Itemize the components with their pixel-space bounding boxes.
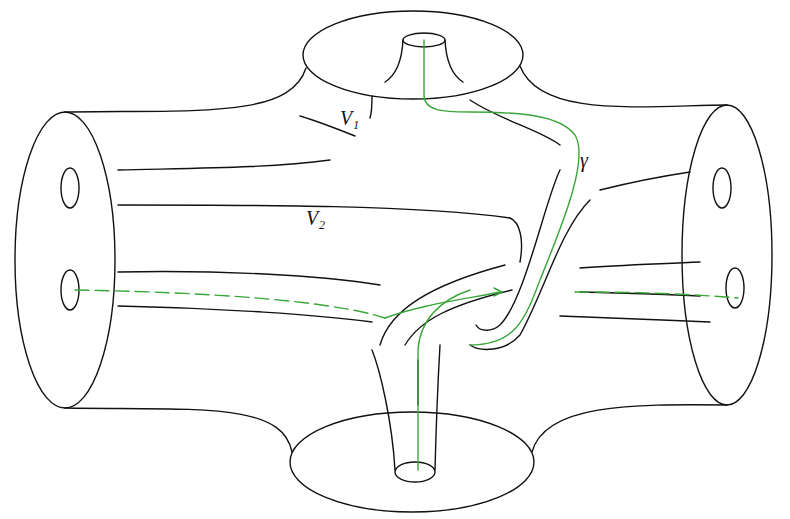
handlebody-label: V₂ <box>306 208 325 228</box>
tube-edge <box>560 316 710 322</box>
tube-edge <box>385 40 403 82</box>
hole <box>726 268 744 308</box>
tube-edge <box>118 306 372 322</box>
left-boundary <box>15 112 115 408</box>
tube-edge <box>476 170 560 330</box>
tube-edge <box>370 96 372 118</box>
bottom-boundary <box>290 412 534 512</box>
tube-edge <box>372 350 395 470</box>
tube-edge <box>510 218 522 262</box>
tube-edge <box>405 290 512 345</box>
tube-edge <box>118 272 380 285</box>
tube-edge <box>470 200 590 349</box>
tube-edge <box>470 100 560 145</box>
curve-gamma <box>75 40 738 470</box>
top-boundary <box>303 11 523 99</box>
handlebody-label: V₁ <box>340 108 359 128</box>
tube-edge <box>435 345 440 470</box>
surface-edge <box>65 68 306 112</box>
surface-edge <box>532 405 727 452</box>
tube-edge <box>445 40 463 82</box>
tube-edge <box>118 160 330 170</box>
curve-label: γ <box>580 150 588 170</box>
hole <box>395 462 435 482</box>
surface-edge <box>520 66 727 107</box>
tube-edge <box>580 262 700 268</box>
hole <box>713 168 731 208</box>
tube-edge <box>600 172 690 190</box>
surface-edge <box>65 408 292 452</box>
right-boundary <box>682 105 772 405</box>
hole <box>61 168 79 208</box>
